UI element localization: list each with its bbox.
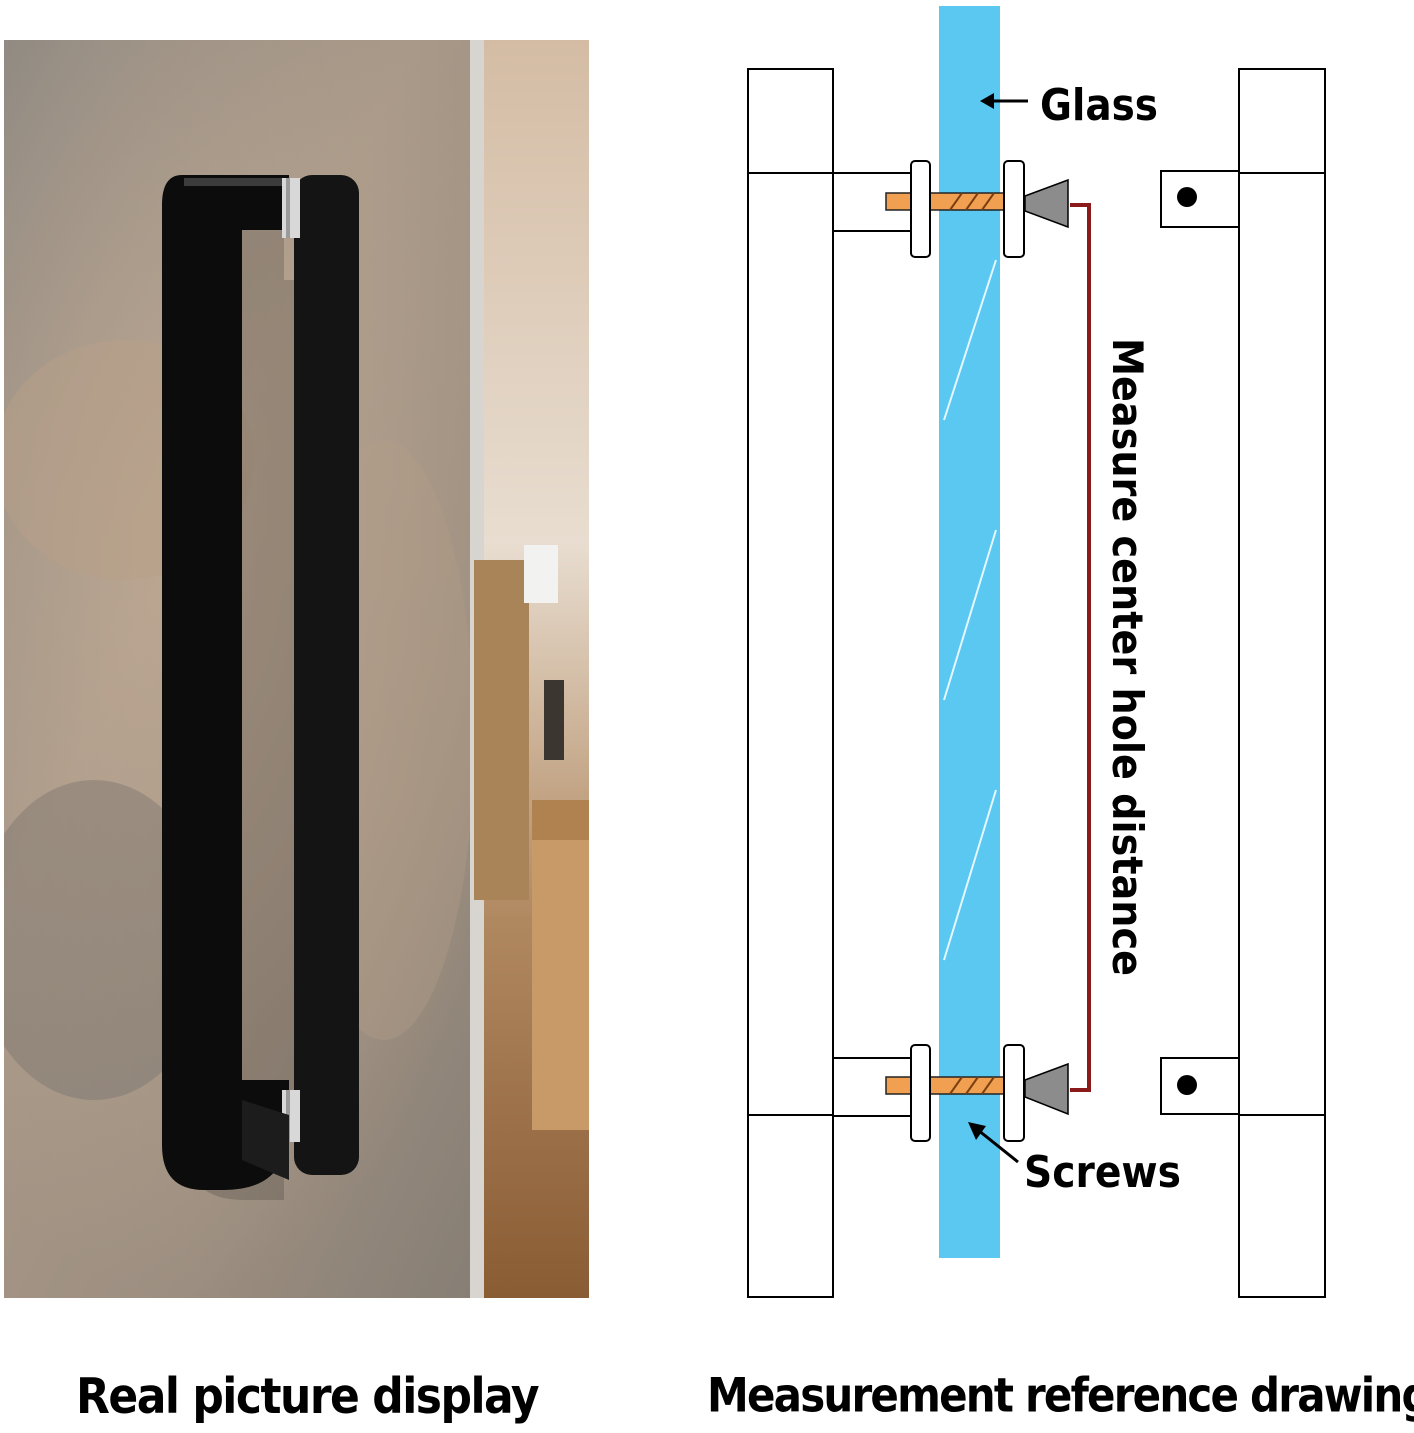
glass-panel: [939, 6, 1000, 1258]
caption-real-picture: Real picture display: [76, 1368, 540, 1426]
caption-measurement-drawing: Measurement reference drawing: [707, 1368, 1414, 1423]
measure-label: Measure center hole distance: [1103, 338, 1152, 976]
right-handle: [1160, 68, 1326, 1298]
screws-arrow-icon: [968, 1122, 1019, 1164]
real-photo: [4, 40, 589, 1298]
bottom-screw: [885, 1044, 1069, 1142]
left-handle: [747, 68, 912, 1298]
screws-label: Screws: [1024, 1147, 1181, 1198]
glass-label: Glass: [1040, 80, 1158, 131]
glass-arrow-icon: [980, 93, 1028, 109]
measure-line: [1070, 203, 1091, 1092]
top-screw: [885, 160, 1069, 258]
measurement-drawing: Glass Screws Measure center hole distanc…: [740, 0, 1414, 1310]
door-handle-photo-icon: [4, 40, 589, 1298]
